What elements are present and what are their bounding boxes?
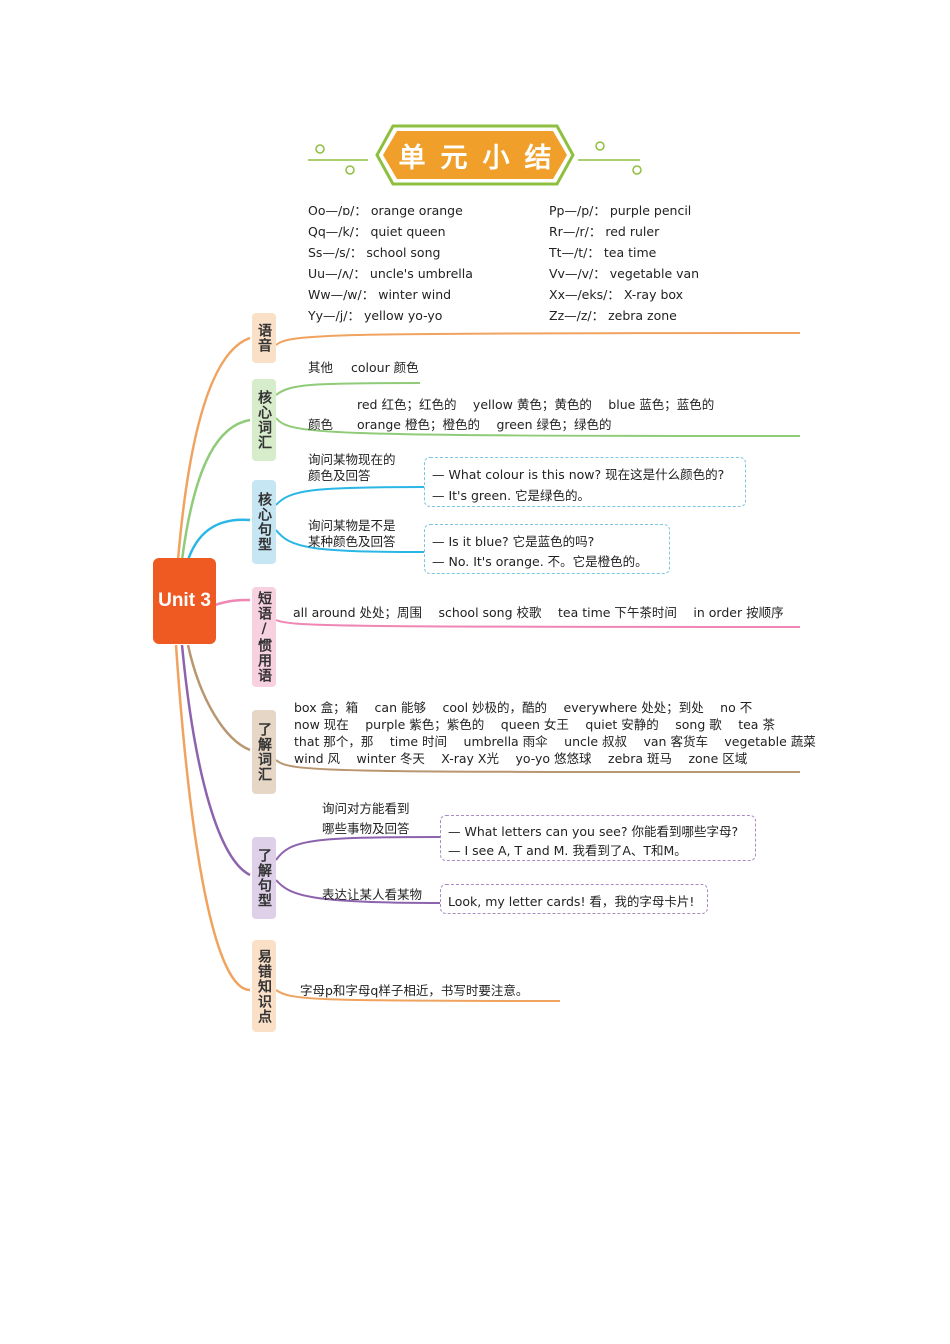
core-sentence-1-answer: — It's green. 它是绿色的。	[432, 488, 591, 503]
label-line: 颜色及回答	[308, 468, 371, 483]
label-line: 询问某物现在的	[308, 452, 396, 467]
phonics-row: Xx—/eks/： X-ray box	[549, 287, 684, 302]
extra-sentence-1-question: — What letters can you see? 你能看到哪些字母?	[448, 824, 739, 839]
category-phrases: 短语/惯用语	[252, 587, 276, 687]
mistake-text: 字母p和字母q样子相近，书写时要注意。	[300, 983, 529, 998]
extra-sentence-2-box	[440, 884, 708, 914]
phonics-row: Rr—/r/： red ruler	[549, 224, 660, 239]
branch-phonics	[176, 336, 251, 561]
branch-core-sentences	[186, 518, 251, 561]
branch-phrases	[214, 598, 251, 607]
phonics-row: Ww—/w/： winter wind	[308, 287, 452, 302]
phonics-row: Ss—/s/： school song	[308, 245, 441, 260]
category-phonics: 语音	[252, 313, 276, 363]
extra-vocab-line: wind 风 winter 冬天 X-ray X光 yo-yo 悠悠球 zebr…	[294, 751, 748, 766]
extra-sentence-2-text: Look, my letter cards! 看，我的字母卡片!	[448, 894, 695, 909]
title-banner	[375, 124, 575, 186]
core-vocab-colour-label: 颜色	[308, 417, 334, 432]
extra-sentence-1-answer: — I see A, T and M. 我看到了A、T和M。	[448, 843, 687, 858]
label-line: 某种颜色及回答	[308, 534, 396, 549]
phonics-row: Pp—/p/： purple pencil	[549, 203, 692, 218]
page-title: 单元小结	[398, 143, 567, 174]
core-sentence-1-label: 询问某物现在的 颜色及回答	[308, 452, 396, 484]
extra-sentence-1-label: 询问对方能看到 哪些事物及回答	[322, 799, 410, 839]
category-extra-sentences: 了解句型	[252, 837, 276, 919]
phrases-text: all around 处处；周围 school song 校歌 tea time…	[293, 605, 784, 620]
category-core-vocab: 核心词汇	[252, 379, 276, 461]
extra-vocab-line: box 盒；箱 can 能够 cool 妙极的，酷的 everywhere 处处…	[294, 700, 753, 715]
phonics-row: Tt—/t/： tea time	[549, 245, 657, 260]
phonics-row: Oo—/ɒ/： orange orange	[308, 203, 463, 218]
label-line: 询问对方能看到	[322, 801, 410, 816]
core-vocab-colour-line1: red 红色；红色的 yellow 黄色；黄色的 blue 蓝色；蓝色的	[357, 397, 715, 412]
extra-sentence-1-box	[440, 815, 756, 861]
extra-vocab-line: now 现在 purple 紫色；紫色的 queen 女王 quiet 安静的 …	[294, 717, 775, 732]
core-sentence-2-answer: — No. It's orange. 不。它是橙色的。	[432, 554, 648, 569]
core-sentence-2-question: — Is it blue? 它是蓝色的吗?	[432, 534, 595, 549]
title-decoration	[308, 141, 642, 175]
branch-core-vocab	[180, 418, 251, 561]
core-vocab-other-text: colour 颜色	[351, 360, 419, 375]
core-vocab-colour-line2: orange 橙色；橙色的 green 绿色；绿色的	[357, 417, 612, 432]
branch-extra-vocab	[186, 644, 251, 752]
phonics-row: Uu—/ʌ/： uncle's umbrella	[308, 266, 473, 281]
core-sentence-1-box	[424, 457, 746, 507]
branch-mistake	[174, 644, 251, 992]
extra-sentence-2-label: 表达让某人看某物	[322, 887, 423, 902]
core-sentence-1-question: — What colour is this now? 现在这是什么颜色的?	[432, 467, 725, 482]
phonics-row: Zz—/z/： zebra zone	[549, 308, 677, 323]
phonics-right-column: Pp—/p/： purple pencil Rr—/r/： red ruler …	[549, 203, 699, 329]
category-extra-vocab: 了解词汇	[252, 710, 276, 794]
center-node: Unit 3	[153, 558, 216, 644]
label-line: 哪些事物及回答	[322, 821, 410, 836]
label-line: 询问某物是不是	[308, 518, 396, 533]
extra-vocab-block: box 盒；箱 can 能够 cool 妙极的，酷的 everywhere 处处…	[294, 700, 816, 768]
category-core-sentences: 核心句型	[252, 480, 276, 564]
extra-vocab-line: that 那个，那 time 时间 umbrella 雨伞 uncle 叔叔 v…	[294, 734, 816, 749]
core-sentence-2-label: 询问某物是不是 某种颜色及回答	[308, 518, 396, 550]
branch-extra-sentences	[180, 644, 251, 877]
phonics-row: Vv—/v/： vegetable van	[549, 266, 700, 281]
category-mistake: 易错知识点	[252, 940, 276, 1032]
phonics-left-column: Oo—/ɒ/： orange orange Qq—/k/： quiet quee…	[308, 203, 473, 329]
phonics-row: Yy—/j/： yellow yo-yo	[308, 308, 443, 323]
center-label: Unit 3	[158, 590, 211, 611]
core-vocab-other-label: 其他	[308, 360, 334, 375]
core-sentence-2-box	[424, 524, 670, 574]
phonics-row: Qq—/k/： quiet queen	[308, 224, 446, 239]
